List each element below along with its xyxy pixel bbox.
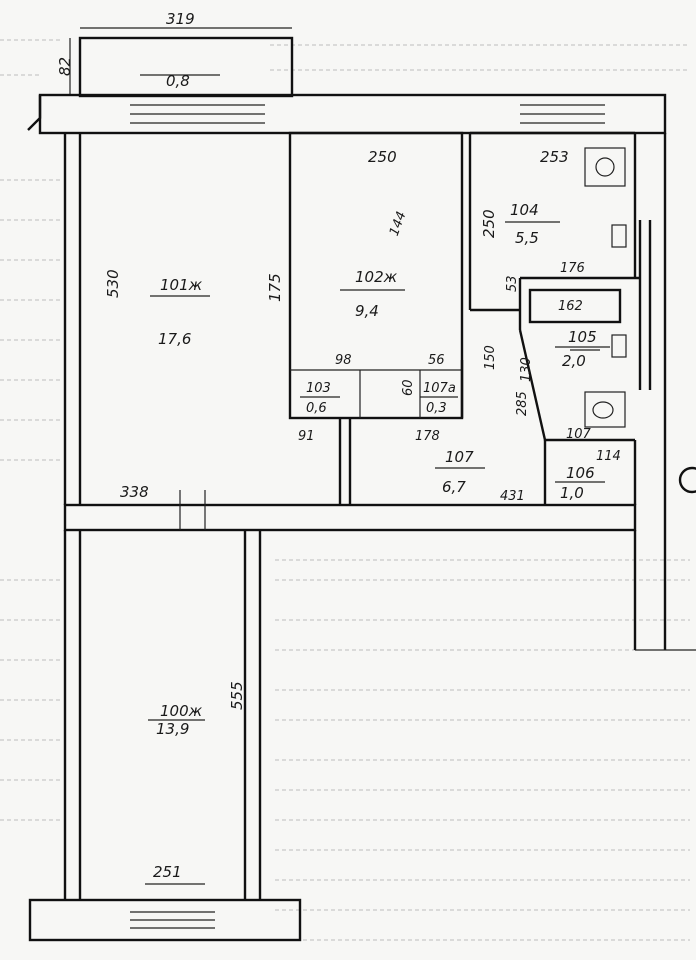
hall-dim-c: 91 <box>298 429 315 444</box>
dim-53: 53 <box>505 275 520 292</box>
room-101-dim-v: 530 <box>104 269 122 298</box>
closet-103-number: 103 <box>306 381 331 396</box>
hall-dim-a: 431 <box>500 489 525 504</box>
closet-107a-number: 107а <box>423 381 456 396</box>
hall-area: 6,7 <box>442 478 466 496</box>
dim-130: 130 <box>519 357 534 382</box>
bath-number: 105 <box>568 328 597 346</box>
background-scribble-lines <box>0 39 690 941</box>
sink-icon <box>584 391 626 428</box>
hall-dim-d: 60 <box>401 379 416 396</box>
bath-dim-mid: 162 <box>558 299 583 314</box>
balcony-area: 0,8 <box>166 72 190 90</box>
wc-area: 1,0 <box>560 484 584 502</box>
room-101-area: 17,6 <box>158 330 191 348</box>
bath-dim-top: 176 <box>560 261 585 276</box>
dim-150: 150 <box>483 345 498 370</box>
kitchen-dim-v: 250 <box>480 209 498 238</box>
wc-tag: 107 <box>566 427 592 442</box>
kitchen-area: 5,5 <box>515 229 539 247</box>
dim-285: 285 <box>515 391 530 416</box>
hall-number: 107 <box>445 448 474 466</box>
room-100-dim-h: 251 <box>153 863 182 881</box>
interior-walls <box>179 131 652 530</box>
bath-area: 2,0 <box>562 352 586 370</box>
room-100-number: 100ж <box>160 702 203 720</box>
room-102-dim-h: 250 <box>368 148 397 166</box>
kitchen-number: 104 <box>510 201 539 219</box>
room-101-dim-h: 338 <box>120 483 149 501</box>
room-100-area: 13,9 <box>156 720 189 738</box>
closet-107a-area: 0,3 <box>426 401 447 416</box>
balcony-depth: 82 <box>56 57 74 76</box>
room-102-area: 9,4 <box>355 302 379 320</box>
wc-number: 106 <box>566 464 595 482</box>
closet-107a-dim: 56 <box>428 353 445 368</box>
exterior-walls <box>27 93 696 942</box>
fixtures <box>570 147 627 428</box>
kitchen-dim-h: 253 <box>540 148 569 166</box>
balcony-width: 319 <box>166 10 195 28</box>
dim-144: 144 <box>387 210 410 238</box>
closet-103-area: 0,6 <box>306 401 327 416</box>
closet-103-dim: 98 <box>335 353 352 368</box>
fraction-bars <box>145 221 610 885</box>
wc-dim: 114 <box>596 449 621 464</box>
hall-dim-b: 178 <box>415 429 440 444</box>
room-101-number: 101ж <box>160 276 203 294</box>
stove-icon <box>584 147 626 187</box>
room-100-dim-v: 555 <box>228 681 246 710</box>
room-102-number: 102ж <box>355 268 398 286</box>
room-102-dim-v: 175 <box>266 273 284 302</box>
